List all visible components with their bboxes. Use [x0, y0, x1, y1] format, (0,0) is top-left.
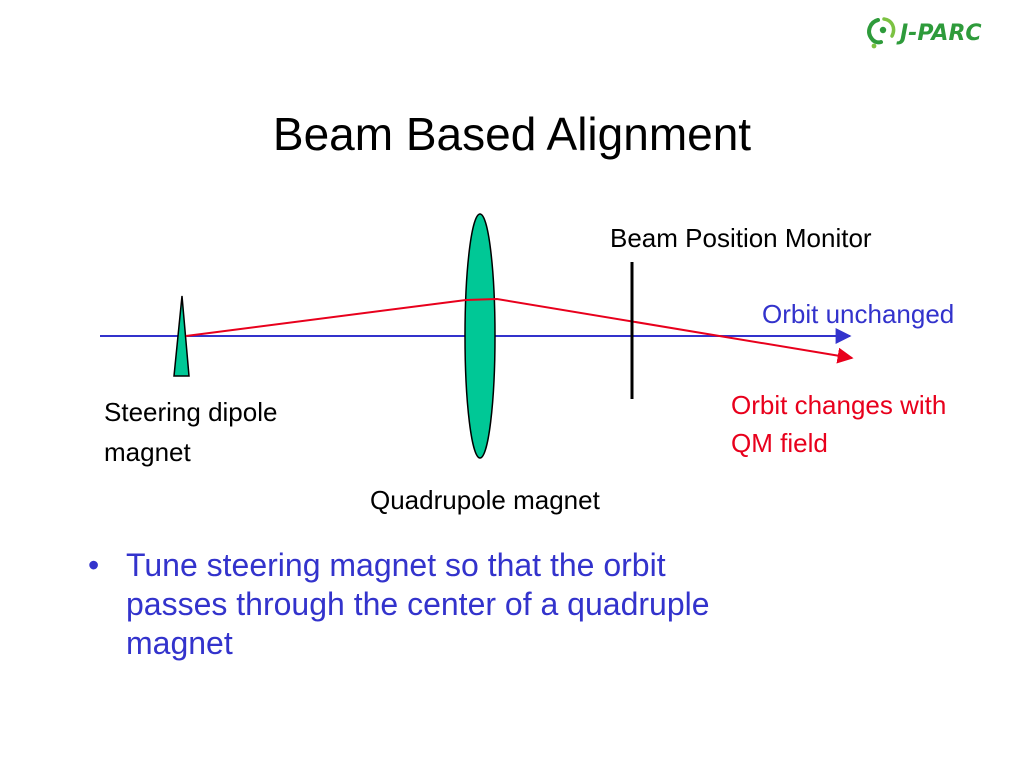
bullet-list: • Tune steering magnet so that the orbit…	[88, 546, 968, 663]
jparc-logo: J-PARC	[867, 17, 982, 49]
orbit-changes-label-line1: Orbit changes with	[731, 390, 947, 420]
orbit-changed-line	[185, 297, 854, 364]
bullet-dot: •	[88, 547, 100, 583]
bullet-line: magnet	[126, 625, 233, 661]
page-title: Beam Based Alignment	[272, 108, 752, 160]
orbit-changes-label-line2: QM field	[731, 428, 828, 458]
steering-dipole-magnet	[173, 295, 190, 377]
bullet-item: • Tune steering magnet so that the orbit…	[88, 546, 968, 663]
quadrupole-label: Quadrupole magnet	[370, 485, 600, 515]
bullet-line: Tune steering magnet so that the orbit	[126, 547, 666, 583]
orbit-unchanged-label: Orbit unchanged	[762, 299, 955, 329]
quadrupole-magnet	[464, 213, 496, 459]
steering-label-line1: Steering dipole	[104, 397, 278, 427]
jparc-swirl-logo-icon	[867, 17, 896, 49]
logo-text: J-PARC	[896, 21, 982, 46]
bullet-line: passes through the center of a quadruple	[126, 586, 710, 622]
bpm-label: Beam Position Monitor	[610, 223, 872, 253]
steering-label-line2: magnet	[104, 437, 191, 467]
